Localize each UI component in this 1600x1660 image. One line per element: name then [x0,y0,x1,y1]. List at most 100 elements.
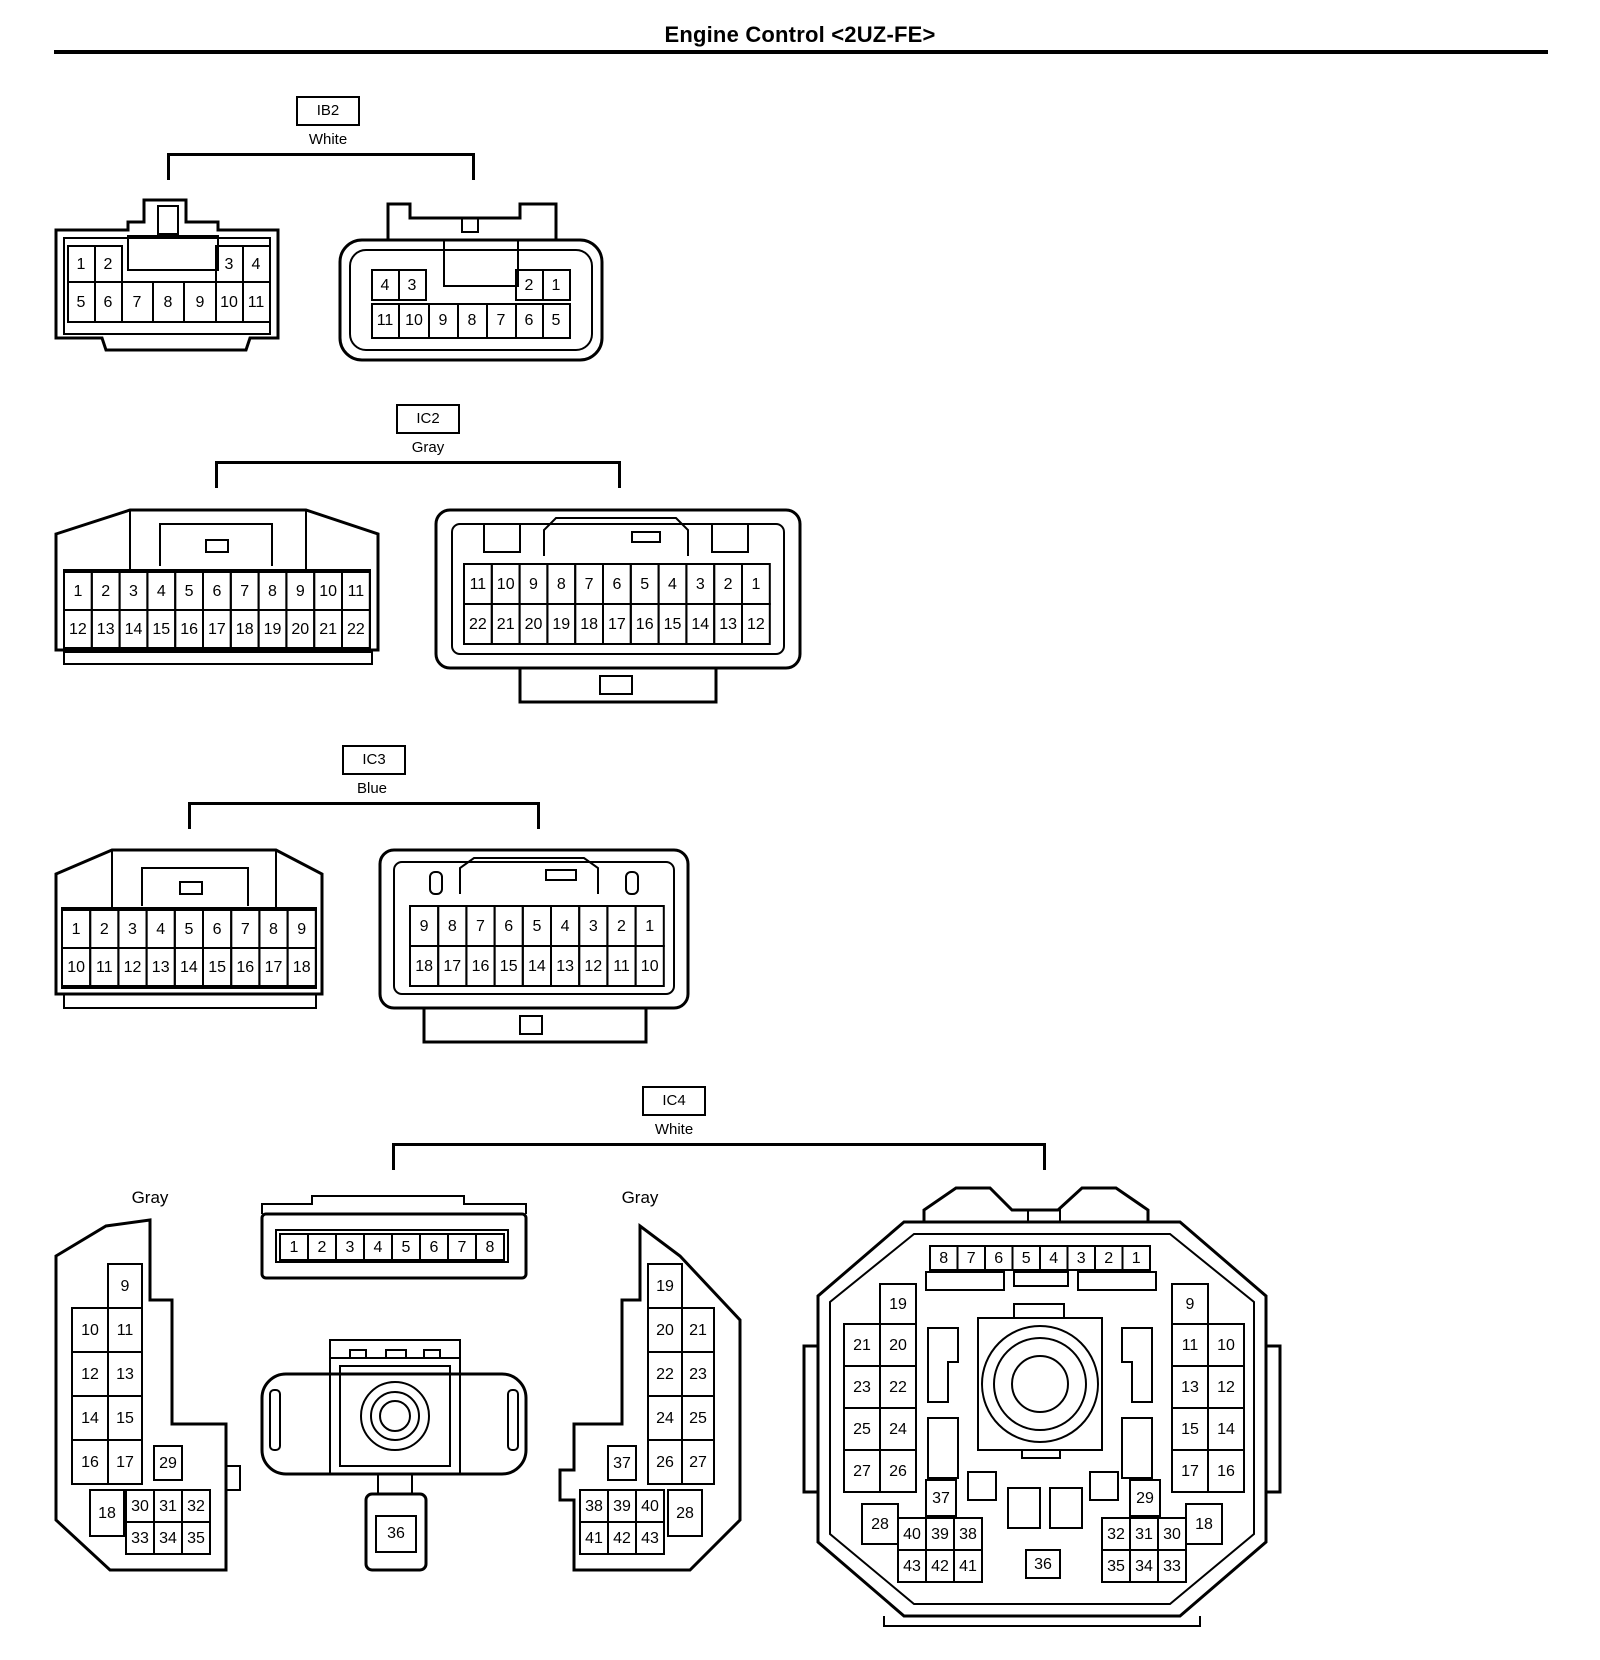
pin-label: 5 [640,576,649,593]
pin-label: 5 [1022,1250,1031,1267]
pin-cavity [925,1479,957,1517]
pin-label: 12 [69,621,87,638]
pin-label: 29 [1136,1490,1154,1507]
pin-label: 3 [408,277,417,294]
pin-label: 9 [529,576,538,593]
pin-label: 3 [1077,1250,1086,1267]
pin-label: 1 [72,921,81,938]
pin-label: 10 [1217,1337,1235,1354]
pin-label: 1 [73,583,82,600]
pin-label: 11 [117,1322,134,1339]
connector-code-ic3: IC3 [342,745,406,775]
pin-cavity [1157,1549,1187,1583]
pin-label: 18 [236,621,254,638]
pin-label: 4 [157,583,166,600]
pin-label: 41 [585,1530,603,1547]
pin-cavity [634,945,665,987]
pin-label: 19 [264,621,282,638]
pin-label: 7 [240,583,249,600]
pin-label: 15 [1181,1421,1199,1438]
pin-label: 11 [613,958,630,975]
pin-label: 6 [430,1239,439,1256]
connector-code-ic2: IC2 [396,404,460,434]
pin-label: 1 [552,277,561,294]
pin-label: 20 [291,621,309,638]
pin-label: 4 [374,1239,383,1256]
pin-label: 36 [387,1525,405,1542]
pin-label: 34 [159,1530,177,1547]
pin-label: 41 [959,1558,977,1575]
pin-label: 17 [116,1454,134,1471]
pin-label: 16 [180,621,198,638]
pin-label: 17 [608,616,626,633]
pin-label: 21 [319,621,337,638]
pin-cavity [607,1445,637,1481]
pin-label: 5 [532,918,541,935]
pin-label: 7 [133,294,142,311]
pin-label: 3 [589,918,598,935]
pin-label: 1 [77,256,86,273]
connector-code-ic4: IC4 [642,1086,706,1116]
pin-label: 11 [470,576,487,593]
pin-label: 11 [248,294,265,311]
pin-label: 14 [691,616,709,633]
pin-cavity [1207,1449,1245,1493]
pin-label: 15 [500,958,518,975]
connector-color-ib2: White [308,131,348,148]
pin-label: 8 [486,1239,495,1256]
pin-label: 9 [196,294,205,311]
pin-label: 35 [187,1530,205,1547]
pin-label: 28 [871,1516,889,1533]
pin-cavity [635,1521,665,1555]
pin-label: 23 [689,1366,707,1383]
pin-label: 10 [81,1322,99,1339]
pin-label: 39 [613,1498,631,1515]
pin-label: 18 [415,958,433,975]
pin-label: 37 [613,1455,631,1472]
pin-cavity [89,1489,125,1537]
bracket-ic4 [392,1143,1046,1170]
pin-label: 10 [405,312,423,329]
pin-label: 11 [377,312,394,329]
pin-label: 10 [220,294,238,311]
pin-label: 2 [525,277,534,294]
pin-label: 9 [1186,1296,1195,1313]
pin-label: 3 [129,583,138,600]
pin-cavity [953,1549,983,1583]
pin-label: 9 [439,312,448,329]
pin-label: 33 [131,1530,149,1547]
pin-label: 29 [159,1455,177,1472]
bracket-ic3 [188,802,540,829]
pin-label: 43 [641,1530,659,1547]
pin-label: 24 [656,1410,674,1427]
pin-cavity [1129,1479,1161,1517]
pin-label: 20 [889,1337,907,1354]
pin-label: 20 [656,1322,674,1339]
pin-label: 15 [664,616,682,633]
pin-cavity [153,1445,183,1481]
connector-code-ib2: IB2 [296,96,360,126]
pin-label: 12 [1217,1379,1235,1396]
pin-label: 14 [81,1410,99,1427]
pin-cavity [879,1449,917,1493]
connector-color-ic3: Blue [356,780,388,797]
pin-label: 17 [265,959,283,976]
pin-label: 13 [152,959,170,976]
pin-label: 8 [939,1250,948,1267]
pin-label: 38 [585,1498,603,1515]
pin-label: 6 [525,312,534,329]
pin-label: 30 [131,1498,149,1515]
pin-label: 15 [208,959,226,976]
pin-label: 26 [656,1454,674,1471]
pin-label: 7 [497,312,506,329]
pin-label: 16 [81,1454,99,1471]
